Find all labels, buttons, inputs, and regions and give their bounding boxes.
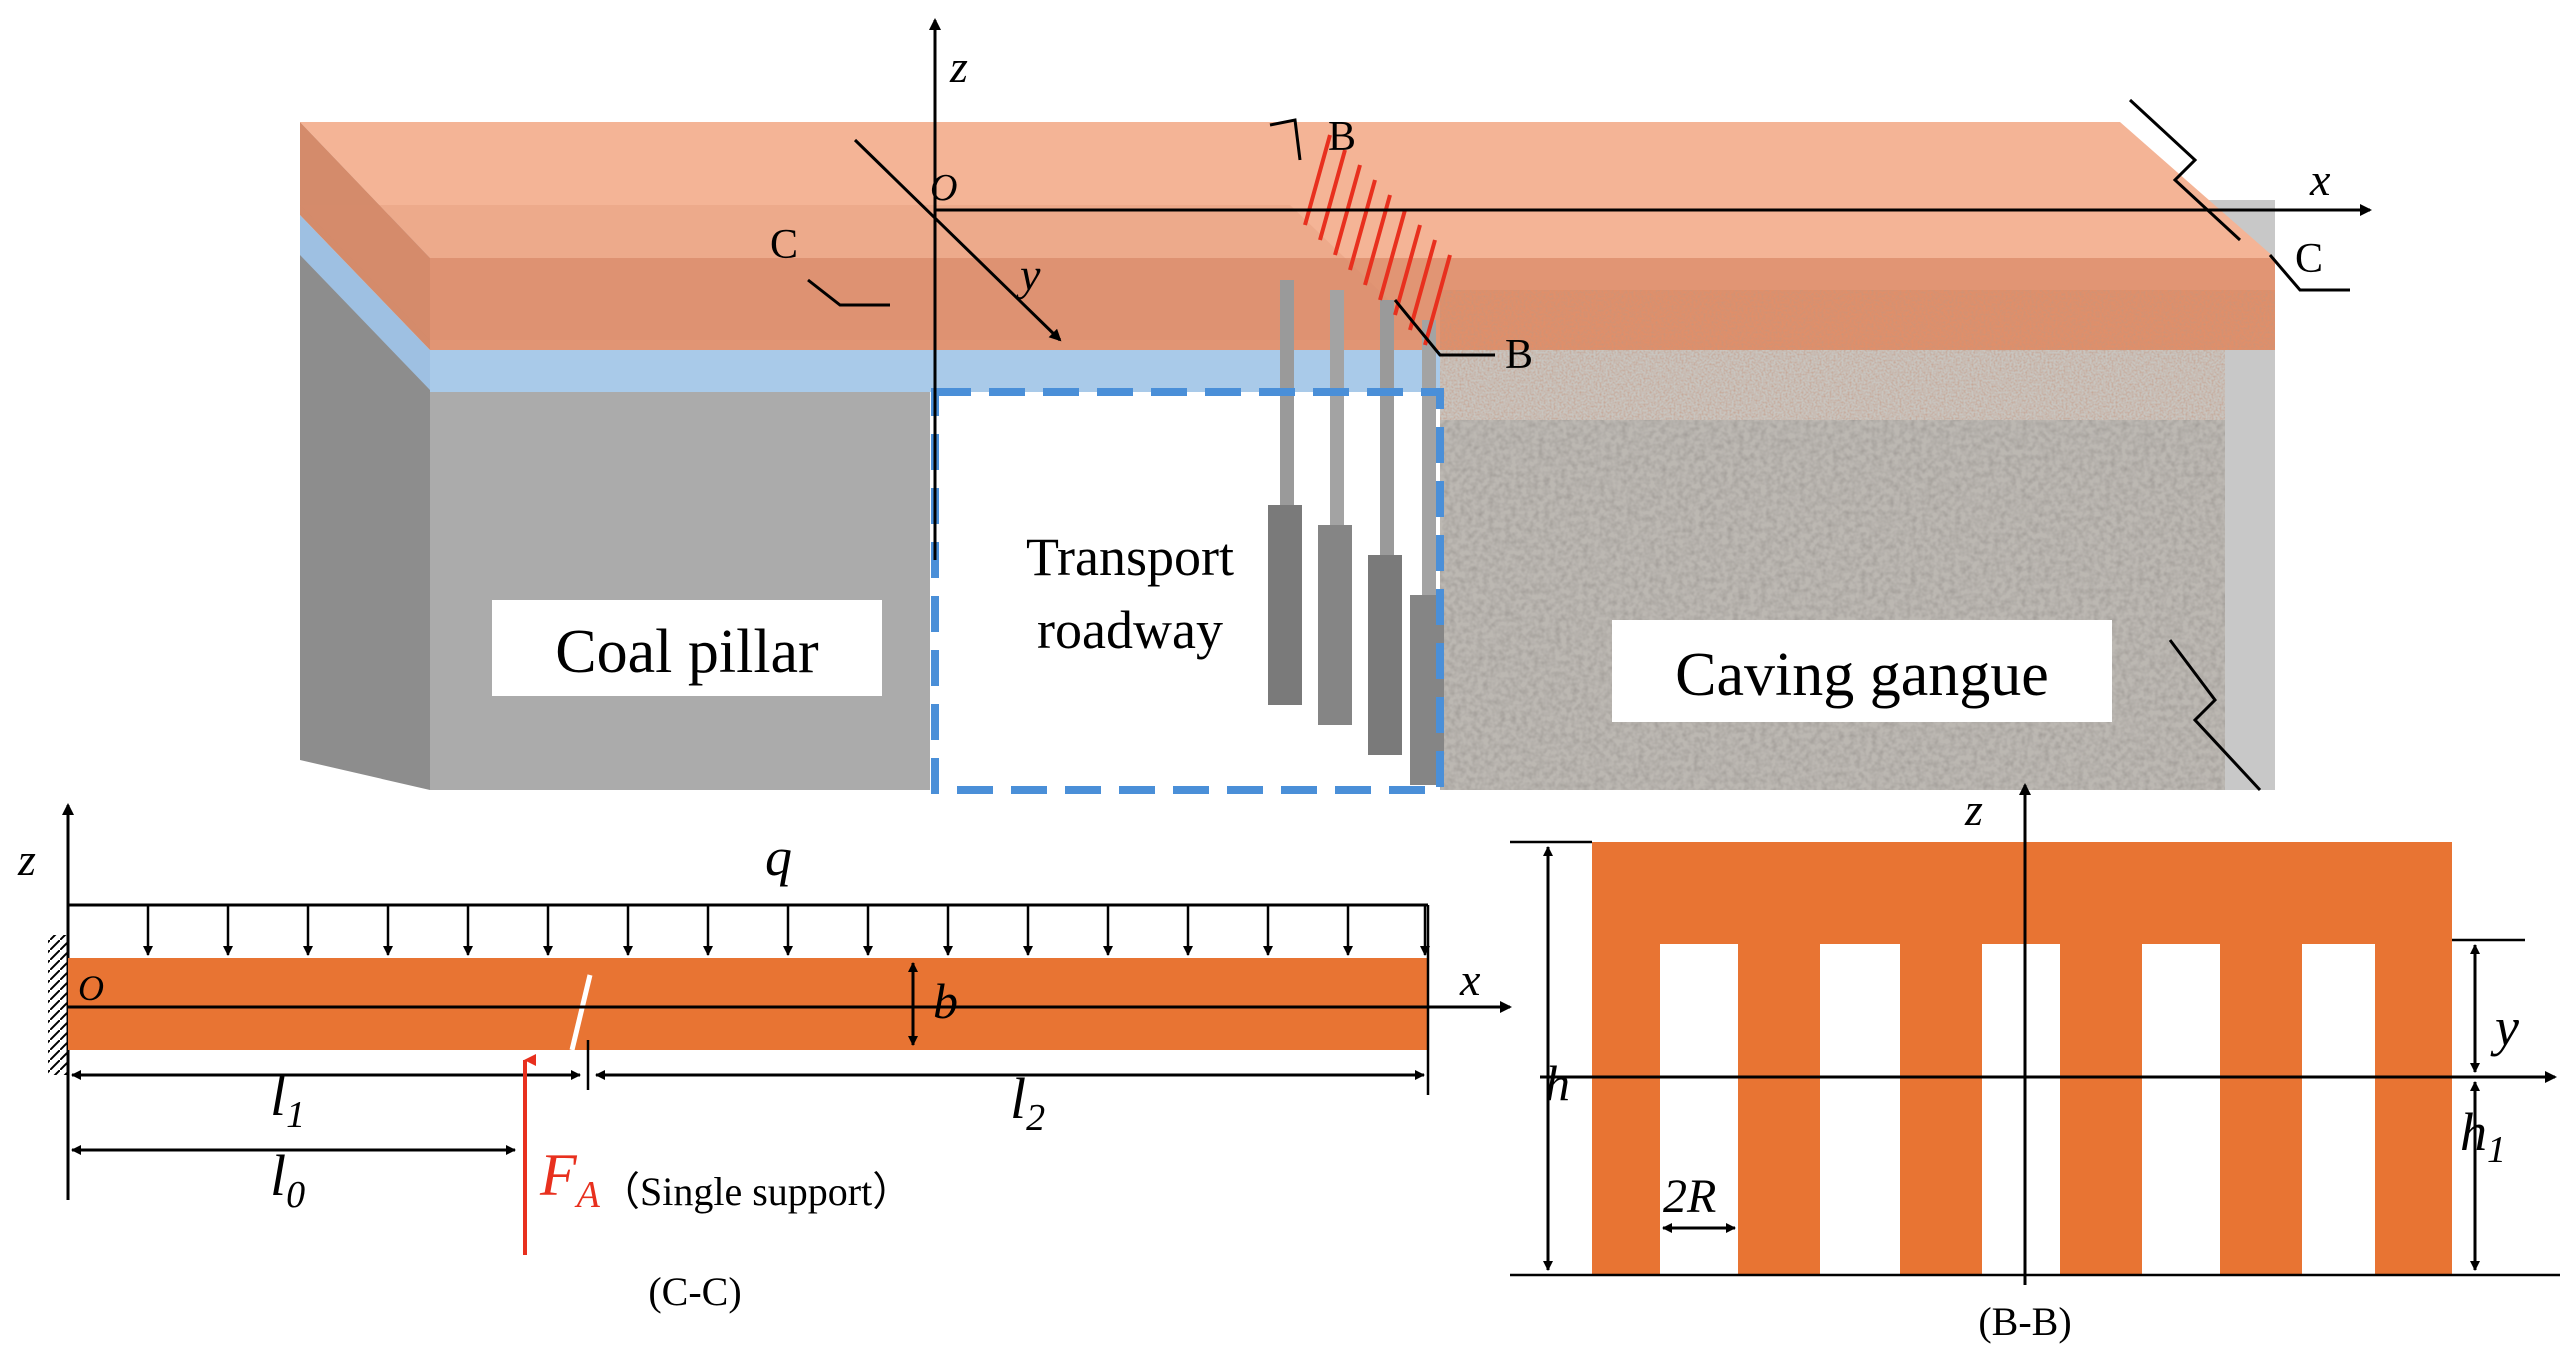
beam-label-b: b <box>933 973 958 1029</box>
section-c-marker-right <box>2268 254 2350 292</box>
roof-side-face <box>300 122 430 350</box>
break-line-top <box>2128 98 2242 242</box>
label-section-b-top: B <box>1328 114 1356 160</box>
bb-label-y: y <box>2490 997 2519 1057</box>
fixed-support-hatch <box>48 935 68 1075</box>
comb-tooth-4 <box>2060 940 2142 1275</box>
axes-3d <box>807 18 2372 792</box>
bb-label-h: h <box>1545 1055 1570 1111</box>
axis-y-3d <box>853 138 1062 342</box>
axis-labels-3d: z O x y B B C C <box>770 41 2331 378</box>
label-origin: O <box>930 167 957 209</box>
beam-body <box>68 958 1428 1050</box>
section-b-marker-top <box>1269 118 1302 161</box>
column-2-rod <box>1330 290 1344 530</box>
comb-tooth-2 <box>1738 940 1820 1275</box>
label-section-b-bottom: B <box>1505 332 1533 378</box>
beam-label-l1: l1 <box>270 1063 305 1136</box>
beam-section-cc: z O x q b l1 l2 l0 FA （Single support） (… <box>17 803 1512 1314</box>
coal-pillar-label-box <box>492 600 882 696</box>
coal-pillar-label: Coal pillar <box>555 618 819 686</box>
column-3-rod <box>1380 300 1394 560</box>
column-4-rod <box>1422 320 1436 600</box>
column-3-body <box>1368 555 1402 755</box>
roof-front-speckle <box>1440 290 2275 350</box>
section-b-marker-bottom <box>1393 299 1495 357</box>
force-note: （Single support） <box>600 1169 912 1214</box>
caption-bb: (B-B) <box>1978 1299 2071 1344</box>
bb-label-h1: h1 <box>2460 1102 2506 1171</box>
comb-tooth-6 <box>2375 940 2452 1275</box>
transport-label-line1: Transport <box>1026 527 1234 587</box>
break-line-right <box>2168 639 2262 792</box>
scene-labels: Coal pillar Transport roadway Caving gan… <box>492 527 2112 722</box>
transport-label-line2: roadway <box>1037 600 1223 660</box>
beam-label-l0: l0 <box>270 1143 305 1216</box>
comb-top-plate <box>1592 842 2452 944</box>
comb-tooth-3 <box>1900 940 1982 1275</box>
bb-labels: z h y h1 2R (B-B) <box>1545 784 2519 1344</box>
beam-label-q: q <box>765 827 792 887</box>
label-section-c-right: C <box>2295 236 2323 282</box>
section-bb: z h y h1 2R (B-B) <box>1510 783 2560 1344</box>
comb-tooth-5 <box>2220 940 2302 1275</box>
column-1-body <box>1268 505 1302 705</box>
roadway-dashed-outline <box>931 388 1444 794</box>
blue-layer-left <box>300 215 430 390</box>
force-label: FA <box>539 1142 601 1216</box>
transport-roadway-opening <box>935 392 1440 790</box>
coal-pillar-front <box>430 385 930 790</box>
comb-tooth-1 <box>1592 940 1660 1275</box>
beam-label-z: z <box>17 834 36 885</box>
label-axis-z: z <box>949 41 968 92</box>
beam-crack <box>569 974 593 1051</box>
roof-top-surface <box>300 122 2275 258</box>
beam-labels: z O x q b l1 l2 l0 FA （Single support） (… <box>17 827 1481 1314</box>
load-arrows <box>143 905 1430 956</box>
roof-shade-band <box>300 205 1430 340</box>
caving-gangue-label: Caving gangue <box>1675 641 2049 709</box>
label-axis-x: x <box>2309 154 2331 205</box>
coal-pillar-side <box>300 248 430 790</box>
beam-label-o: O <box>78 968 104 1008</box>
beam-label-l2: l2 <box>1010 1066 1045 1139</box>
column-2-body <box>1318 525 1352 725</box>
caving-gangue-label-box <box>1612 620 2112 722</box>
bb-label-z: z <box>1964 784 1983 835</box>
gangue-upper-band <box>1355 350 2225 420</box>
label-axis-y: y <box>1016 249 1041 300</box>
caption-cc: (C-C) <box>648 1269 741 1314</box>
bb-label-2r: 2R <box>1663 1170 1716 1223</box>
label-section-c-left: C <box>770 222 798 268</box>
beam-label-x: x <box>1459 954 1481 1005</box>
section-c-marker-left <box>807 278 890 307</box>
